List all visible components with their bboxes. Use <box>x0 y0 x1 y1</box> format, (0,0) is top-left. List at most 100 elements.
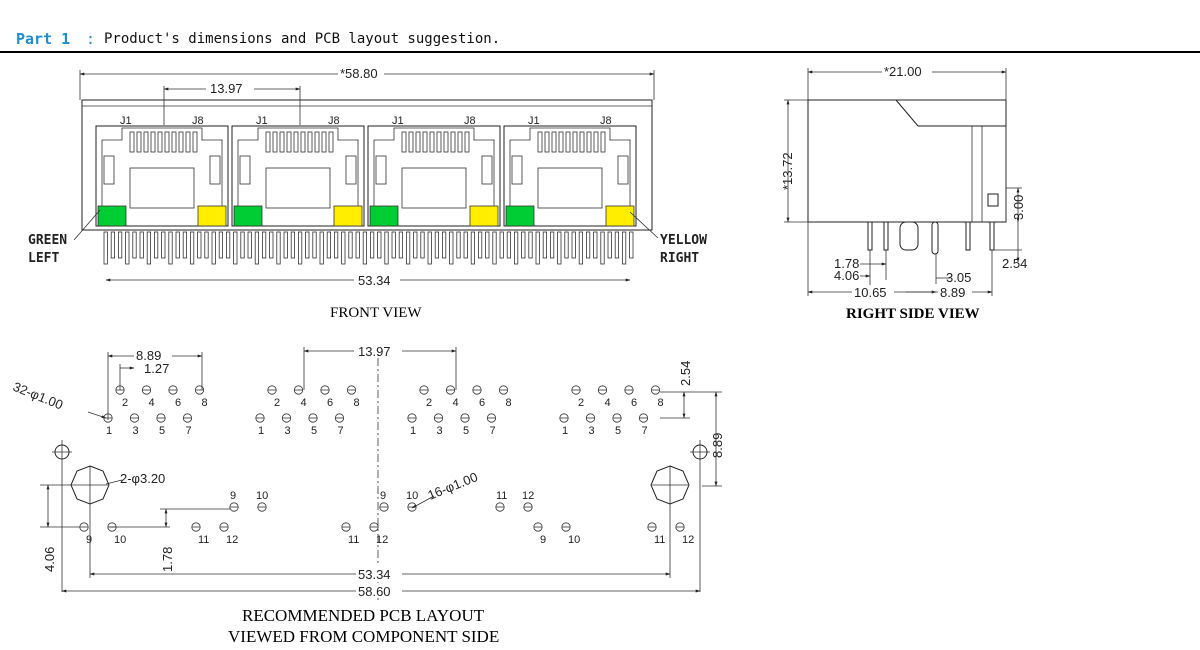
led-pin-number: 9 <box>540 534 546 546</box>
section-title: Product's dimensions and PCB layout sugg… <box>104 31 501 47</box>
green-led <box>505 205 535 227</box>
dim-side-4-06: 4.06 <box>834 268 859 283</box>
pin-number: 7 <box>642 425 648 437</box>
pcb-pin-hole: 2 <box>419 385 432 409</box>
front-pin <box>189 231 195 265</box>
pcb-pin-hole: 1 <box>559 413 569 437</box>
pcb-pin-hole: 2 <box>571 385 584 409</box>
dim-side-depth: *21.00 <box>884 64 922 79</box>
led-pin-number: 12 <box>682 534 694 546</box>
dim-pcb-58-60: 58.60 <box>358 584 391 599</box>
pin-number: 3 <box>589 425 595 437</box>
front-pin <box>528 231 533 259</box>
pcb-pin-hole: 5 <box>612 413 622 437</box>
dim-port-pitch: 13.97 <box>210 81 243 96</box>
front-pin <box>614 231 620 259</box>
port-label-j1: J1 <box>528 115 540 127</box>
front-pin <box>110 231 115 259</box>
pin-number: 3 <box>437 425 443 437</box>
pin-number: 7 <box>186 425 192 437</box>
front-pin <box>348 231 353 259</box>
led-pin-number: 11 <box>496 490 507 502</box>
front-pin <box>204 231 209 259</box>
yellow-led <box>605 205 635 227</box>
front-pin <box>355 231 360 259</box>
led-pin-number: 9 <box>86 534 92 546</box>
dim-side-1-78: 1.78 <box>834 256 859 271</box>
front-pin <box>103 231 108 265</box>
dim-side-height: *13.72 <box>780 152 795 190</box>
pin-number: 4 <box>453 397 459 409</box>
front-pin <box>578 231 584 265</box>
port-label-j8: J8 <box>328 115 340 127</box>
front-pin <box>269 231 274 259</box>
pin-number: 8 <box>354 397 360 409</box>
front-pin <box>463 231 468 259</box>
front-pin <box>391 231 396 259</box>
front-pins <box>103 231 634 265</box>
pin-number: 6 <box>479 397 485 409</box>
front-pin <box>521 231 526 259</box>
pcb-pin-hole: 4 <box>597 385 611 409</box>
front-pin <box>449 231 454 265</box>
pin-number: 6 <box>327 397 333 409</box>
front-pin <box>118 231 123 259</box>
front-pin <box>427 231 432 265</box>
front-pin <box>420 231 425 259</box>
dim-pcb-1-27: 1.27 <box>144 361 169 376</box>
front-pin <box>369 231 375 259</box>
front-pin <box>550 231 555 259</box>
yellow-led <box>197 205 227 227</box>
led-pin-number: 10 <box>114 534 126 546</box>
dim-side-2-54: 2.54 <box>1002 256 1027 271</box>
front-pin <box>557 231 562 265</box>
pcb-pin-hole: 7 <box>486 413 497 437</box>
pin-number: 2 <box>122 397 128 409</box>
front-pin <box>240 231 245 259</box>
front-pin <box>312 231 317 259</box>
front-pin <box>168 231 173 265</box>
front-pin <box>276 231 281 265</box>
front-pin <box>571 231 576 259</box>
dim-pcb-53-34: 53.34 <box>358 567 391 582</box>
pin-number: 1 <box>258 425 264 437</box>
pin-number: 7 <box>338 425 344 437</box>
pin-number: 5 <box>615 425 621 437</box>
dim-pcb-8-89-right: 8.89 <box>710 433 725 458</box>
pcb-pin-hole: 3 <box>585 413 596 437</box>
front-pin <box>362 231 368 265</box>
front-pin <box>341 231 346 265</box>
pcb-pin-hole: 6 <box>472 385 485 409</box>
led-pin-number: 12 <box>226 534 238 546</box>
section-header: Part 1 : Product's dimensions and PCB la… <box>0 28 1200 53</box>
green-led <box>233 205 263 227</box>
front-pin <box>535 231 540 265</box>
front-pin <box>564 231 569 259</box>
pcb-caption-line1: RECOMMENDED PCB LAYOUT <box>242 606 485 625</box>
right-side-view: *21.00 *13.72 3.00 2.54 <box>780 64 1027 322</box>
front-pin <box>514 231 519 265</box>
led-pin-number: 9 <box>380 490 386 502</box>
front-pin <box>297 231 303 265</box>
front-view-caption: FRONT VIEW <box>330 305 422 321</box>
pcb-layout: 8.89 1.27 13.97 2.54 8.89 32-φ1.00 2-φ3.… <box>11 343 725 646</box>
pcb-pin-hole: 8 <box>194 385 208 409</box>
pin-number: 4 <box>301 397 307 409</box>
port-label-j1: J1 <box>256 115 268 127</box>
front-pin <box>485 231 490 259</box>
yellow-led <box>469 205 499 227</box>
pin-number: 1 <box>106 425 112 437</box>
front-pin <box>261 231 267 259</box>
callout-led-holes: 16-φ1.00 <box>426 469 480 503</box>
led-pin-number: 11 <box>654 534 665 546</box>
pin-number: 8 <box>506 397 512 409</box>
pcb-pin-hole: 4 <box>293 385 307 409</box>
callout-small-holes: 32-φ1.00 <box>11 379 65 413</box>
yellow-led-label: YELLOW <box>660 233 707 248</box>
dim-pcb-1-78: 1.78 <box>160 547 175 572</box>
